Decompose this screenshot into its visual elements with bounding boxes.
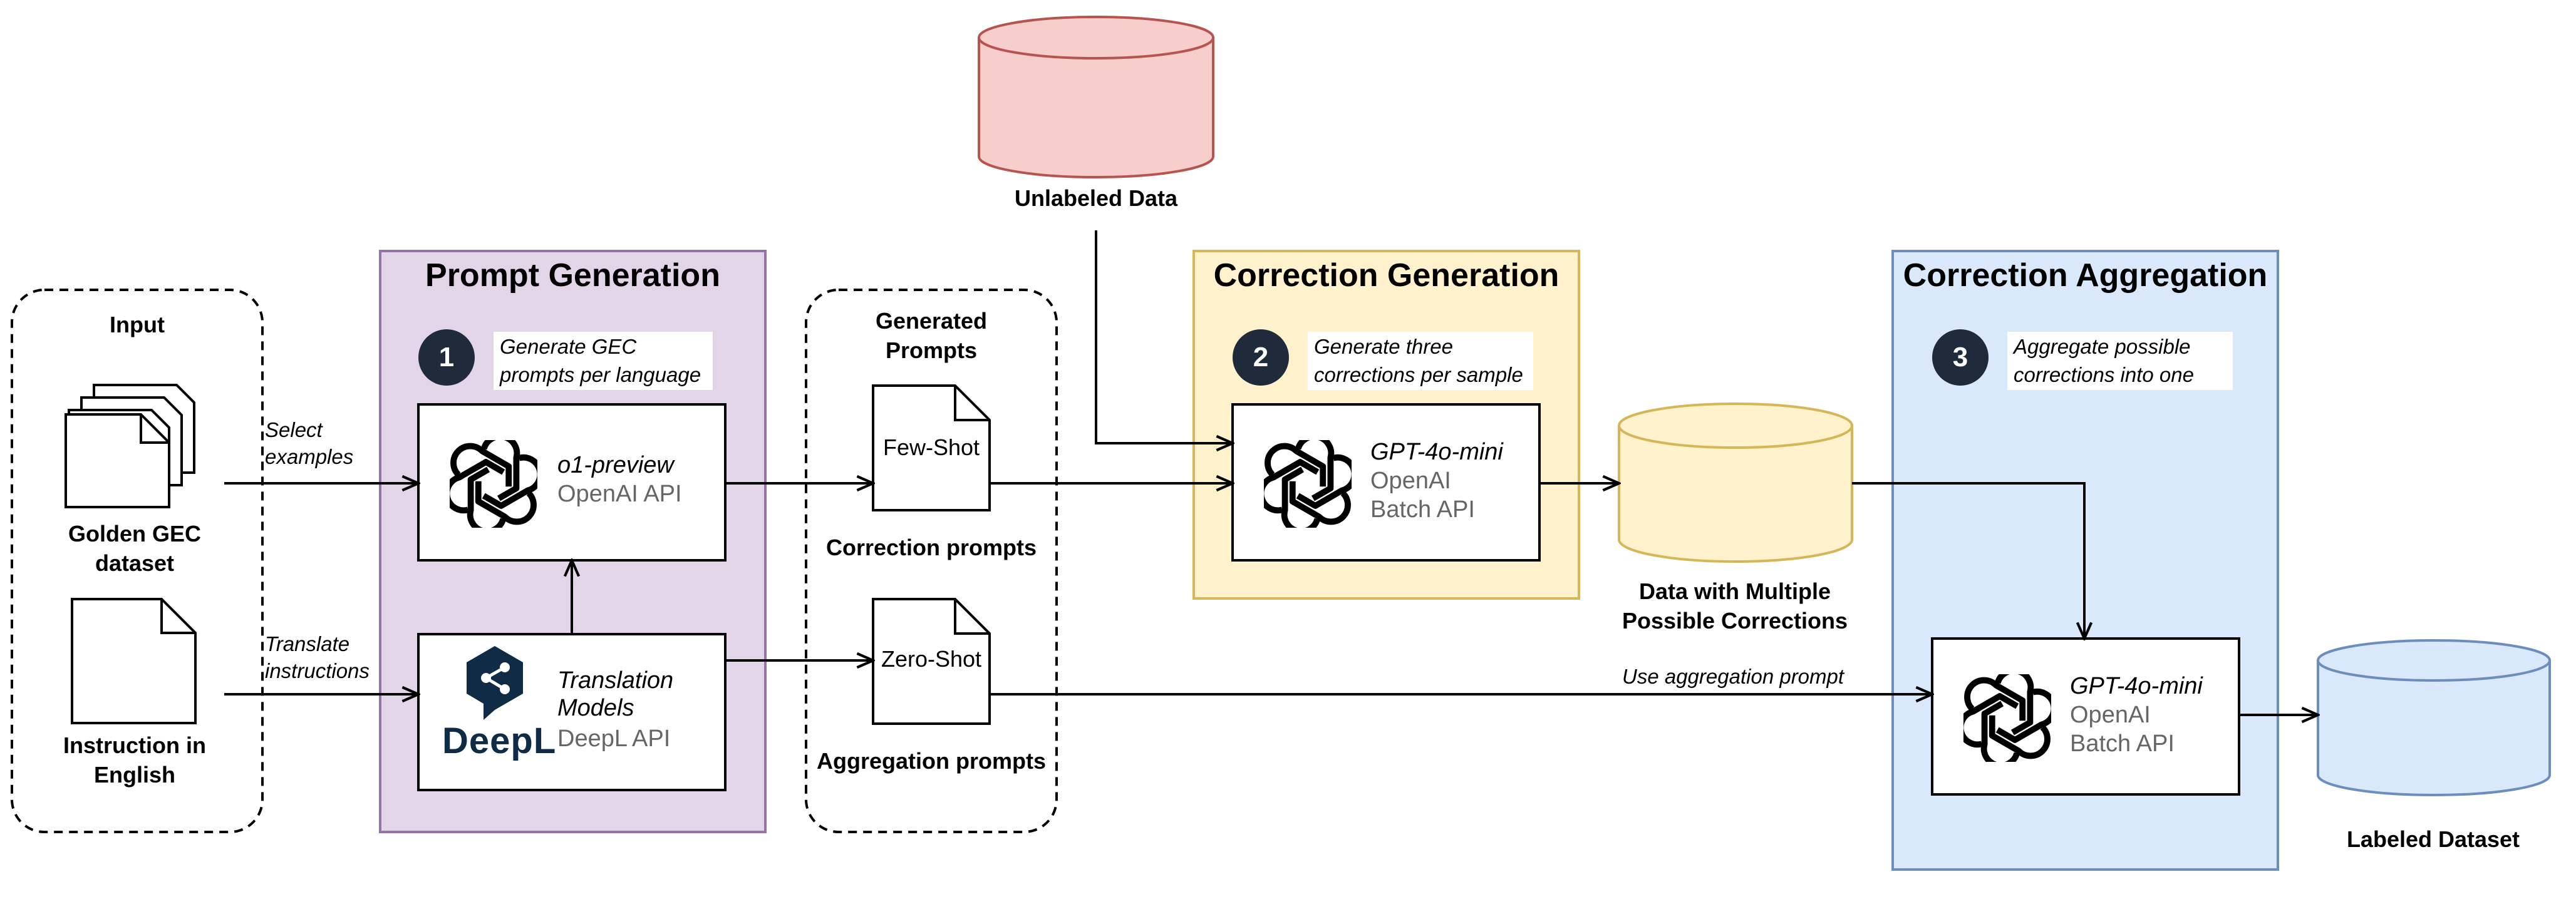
o1-preview-api: OpenAI API [557, 481, 682, 507]
few-shot-label: Few-Shot [882, 434, 980, 460]
step-2-text: Generate three corrections per sample [1308, 332, 1533, 391]
translation-api: DeepL API [557, 726, 671, 752]
aggregation-model-box [1931, 637, 2240, 796]
step-1-text: Generate GEC prompts per language [494, 332, 713, 391]
multi-corrections-database-icon [1618, 403, 1853, 563]
correction-prompts-label: Correction prompts [825, 535, 1037, 560]
correction-aggregation-title: Correction Aggregation [1903, 257, 2268, 294]
zero-shot-label: Zero-Shot [881, 646, 982, 672]
golden-dataset-document-icon [65, 384, 195, 508]
generated-prompts-title: Generated Prompts [875, 308, 988, 363]
input-group [11, 289, 264, 833]
correction-generation-title: Correction Generation [1213, 257, 1560, 294]
input-title: Input [110, 312, 165, 337]
step-3-text: Aggregate possible corrections into one [2007, 332, 2233, 391]
translation-models-name: Translation Models [557, 667, 674, 721]
step-1-badge: 1 [418, 329, 475, 386]
use-aggregation-prompt-label: Use aggregation prompt [1622, 665, 1844, 688]
select-examples-label: Select examples [265, 417, 359, 471]
deepl-logo-icon [467, 646, 523, 720]
zero-shot-document-icon [872, 598, 991, 725]
correction-model-api-1: OpenAI [1370, 468, 1451, 494]
aggregation-model-name: GPT-4o-mini [2070, 673, 2203, 699]
golden-gec-label: Golden GEC dataset [68, 521, 201, 576]
prompt-generation-title: Prompt Generation [425, 257, 720, 294]
database-to-aggregation-arrow [1852, 482, 2084, 639]
instruction-document-icon [71, 598, 197, 724]
correction-model-api-2: Batch API [1370, 496, 1475, 523]
labeled-dataset-database-icon [2317, 639, 2551, 796]
step-2-badge: 2 [1233, 329, 1289, 386]
step-3-badge: 3 [1932, 329, 1989, 386]
translate-instructions-label: Translate instructions [265, 631, 378, 685]
aggregation-prompts-label: Aggregation prompts [817, 748, 1046, 774]
instruction-label: Instruction in English [63, 732, 206, 788]
unlabeled-data-label: Unlabeled Data [1014, 185, 1178, 211]
aggregation-model-api-1: OpenAI [2070, 702, 2151, 728]
deepl-wordmark: DeepL [442, 721, 557, 761]
labeled-dataset-label: Labeled Dataset [2346, 826, 2520, 852]
unlabeled-to-correction-arrow [1095, 230, 1233, 443]
correction-model-name: GPT-4o-mini [1370, 439, 1503, 465]
aggregation-model-api-2: Batch API [2070, 731, 2175, 757]
generated-prompts-group [805, 289, 1058, 833]
o1-preview-name: o1-preview [557, 452, 674, 478]
unlabeled-data-database-icon [978, 16, 1214, 178]
multi-corrections-label: Data with Multiple Possible Corrections [1622, 578, 1848, 634]
